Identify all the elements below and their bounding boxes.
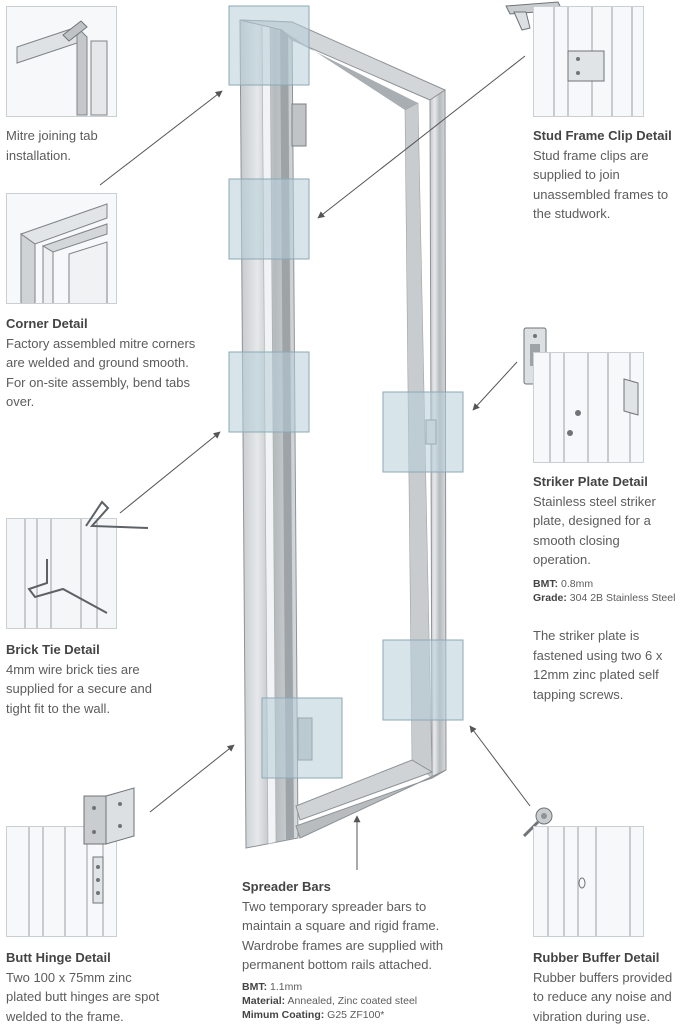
striker-spec-row: BMT: 0.8mm [533, 577, 683, 591]
striker-note-text: The striker plate is fastened using two … [533, 628, 663, 702]
butt-hinge-icon [83, 787, 135, 845]
spec-value: 304 2B Stainless Steel [569, 592, 676, 604]
spreader-spec-row: Mimum Coating: G25 ZF100* [242, 1008, 472, 1022]
spreader-caption: Spreader Bars Two temporary spreader bar… [242, 877, 462, 975]
brick-caption: Brick Tie Detail 4mm wire brick ties are… [6, 640, 166, 718]
bottom-hinge [297, 717, 313, 761]
spreader-text: Two temporary spreader bars to maintain … [242, 898, 444, 973]
corner-caption: Corner Detail Factory assembled mitre co… [6, 314, 196, 412]
stud-caption: Stud Frame Clip Detail Stud frame clips … [533, 126, 678, 224]
buffer-text: Rubber buffers provided to reduce any no… [533, 969, 673, 1024]
hinge-caption: Butt Hinge Detail Two 100 x 75mm zinc pl… [6, 948, 166, 1024]
arrow-stud [317, 55, 526, 219]
spec-label: BMT: [533, 578, 559, 590]
stud-clip-thumbnail [533, 6, 644, 117]
spreader-bars [295, 759, 447, 839]
spec-label: Material: [242, 995, 286, 1007]
left-jamb [239, 19, 299, 849]
brick-title: Brick Tie Detail [6, 642, 100, 657]
striker-note: The striker plate is fastened using two … [533, 626, 678, 704]
rubber-buffer-thumbnail [533, 826, 644, 937]
spec-label: Mimum Coating: [242, 1009, 325, 1021]
striker-plate [425, 419, 437, 445]
top-hinge [291, 103, 307, 147]
highlight-boxes [228, 5, 464, 779]
striker-specs: BMT: 0.8mm Grade: 304 2B Stainless Steel [533, 577, 683, 605]
hinge-text: Two 100 x 75mm zinc plated butt hinges a… [6, 969, 160, 1024]
spec-value: Annealed, Zinc coated steel [287, 995, 418, 1007]
spreader-spec-row: BMT: 1.1mm [242, 980, 472, 994]
head-jamb [239, 19, 447, 110]
brick-tie-icon [85, 500, 149, 529]
corner-detail-thumbnail [6, 193, 117, 304]
striker-spec-row: Grade: 304 2B Stainless Steel [533, 591, 683, 605]
spec-value: 1.1mm [270, 981, 303, 993]
mitre-detail-thumbnail [6, 6, 117, 117]
buffer-caption: Rubber Buffer Detail Rubber buffers prov… [533, 948, 683, 1024]
spec-value: G25 ZF100* [327, 1009, 385, 1021]
mitre-caption-text: Mitre joining tab installation. [6, 128, 98, 163]
stud-title: Stud Frame Clip Detail [533, 128, 672, 143]
striker-title: Striker Plate Detail [533, 474, 648, 489]
buffer-title: Rubber Buffer Detail [533, 950, 660, 965]
highlight-top-corner [228, 5, 310, 86]
right-jamb [404, 89, 447, 779]
rubber-buffer-icon [522, 807, 553, 838]
spec-value: 0.8mm [561, 578, 594, 590]
brick-text: 4mm wire brick ties are supplied for a s… [6, 661, 152, 716]
highlight-stud-clip [228, 178, 310, 260]
leader-arrows [99, 55, 531, 870]
corner-text: Factory assembled mitre corners are weld… [6, 335, 196, 410]
arrow-buffer [469, 725, 531, 807]
arrow-striker [472, 361, 518, 411]
highlight-brick-tie [228, 351, 310, 433]
striker-caption: Striker Plate Detail Stainless steel str… [533, 472, 678, 570]
striker-text: Stainless steel striker plate, designed … [533, 493, 656, 568]
spreader-spec-row: Material: Annealed, Zinc coated steel [242, 994, 472, 1008]
spec-label: Grade: [533, 592, 567, 604]
brick-tie-thumbnail [6, 518, 117, 629]
corner-title: Corner Detail [6, 316, 88, 331]
highlight-buffer [382, 639, 464, 721]
highlight-striker [382, 391, 464, 473]
spreader-title: Spreader Bars [242, 879, 331, 894]
spreader-specs: BMT: 1.1mm Material: Annealed, Zinc coat… [242, 980, 472, 1022]
highlight-hinge [261, 697, 343, 779]
arrow-hinge [149, 744, 235, 813]
mitre-caption: Mitre joining tab installation. [6, 126, 126, 165]
stud-text: Stud frame clips are supplied to join un… [533, 147, 669, 222]
striker-plate-thumbnail [533, 352, 644, 463]
spec-label: BMT: [242, 981, 268, 993]
hinge-title: Butt Hinge Detail [6, 950, 111, 965]
